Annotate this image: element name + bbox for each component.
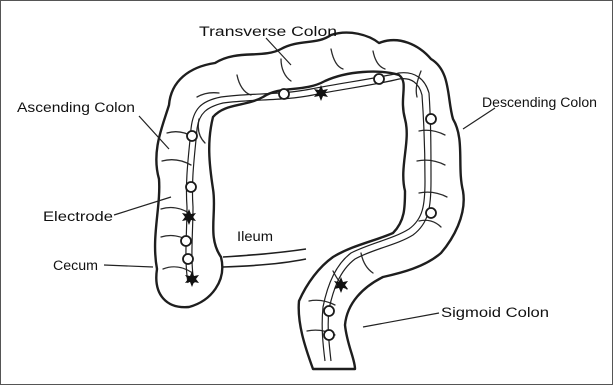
label-descending-colon: Descending Colon — [482, 95, 597, 110]
electrode-ring — [187, 131, 197, 141]
label-transverse-colon: Transverse Colon — [199, 24, 337, 39]
electrode-ring — [426, 114, 436, 124]
electrode-ring — [374, 74, 384, 84]
label-ascending-colon: Ascending Colon — [17, 100, 135, 115]
electrode-ring — [426, 208, 436, 218]
electrode-ring — [186, 182, 196, 192]
electrode-ring — [324, 330, 334, 340]
label-sigmoid-colon: Sigmoid Colon — [441, 305, 549, 320]
electrode-ring — [279, 89, 289, 99]
label-cecum: Cecum — [53, 258, 98, 273]
label-electrode: Electrode — [43, 209, 113, 224]
electrode-ring — [324, 306, 334, 316]
electrode-ring — [181, 236, 191, 246]
ileum-tube — [223, 249, 306, 267]
label-ileum: Ileum — [237, 229, 273, 244]
electrode-ring — [183, 254, 193, 264]
